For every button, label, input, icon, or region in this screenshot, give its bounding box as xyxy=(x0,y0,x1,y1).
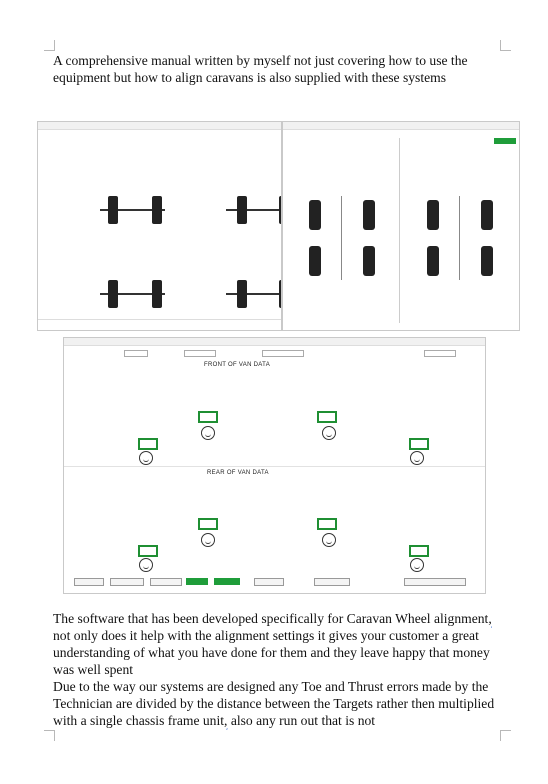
screenshot-title-bar xyxy=(38,122,281,130)
screenshot-wheel-diagrams xyxy=(37,121,282,331)
design-paragraph-text-1: Due to the way our systems are designed … xyxy=(53,679,495,728)
screenshot-top-view xyxy=(282,121,520,331)
rear-heading: REAR OF VAN DATA xyxy=(207,470,269,476)
screenshot-title-bar xyxy=(283,122,519,130)
design-paragraph-text-2: also any run out that is not xyxy=(227,713,376,728)
intro-paragraph: A comprehensive manual written by myself… xyxy=(53,53,468,85)
crop-mark-top-right xyxy=(500,40,511,51)
design-paragraph-comma: , xyxy=(224,713,228,728)
crop-mark-top-left xyxy=(44,40,55,51)
front-heading: FRONT OF VAN DATA xyxy=(204,362,270,368)
design-paragraph: Due to the way our systems are designed … xyxy=(53,678,503,729)
crop-mark-bottom-right xyxy=(500,730,511,741)
software-paragraph-text-1: The software that has been developed spe… xyxy=(53,611,489,626)
software-paragraph: The software that has been developed spe… xyxy=(53,610,503,678)
software-paragraph-text-2: not only does it help with the alignment… xyxy=(53,628,490,677)
crop-mark-bottom-left xyxy=(44,730,55,741)
screenshot-title-bar xyxy=(64,338,485,346)
screenshot-data-entry: FRONT OF VAN DATA REAR OF VAN DATA xyxy=(63,337,486,594)
software-paragraph-comma: , xyxy=(488,611,492,626)
